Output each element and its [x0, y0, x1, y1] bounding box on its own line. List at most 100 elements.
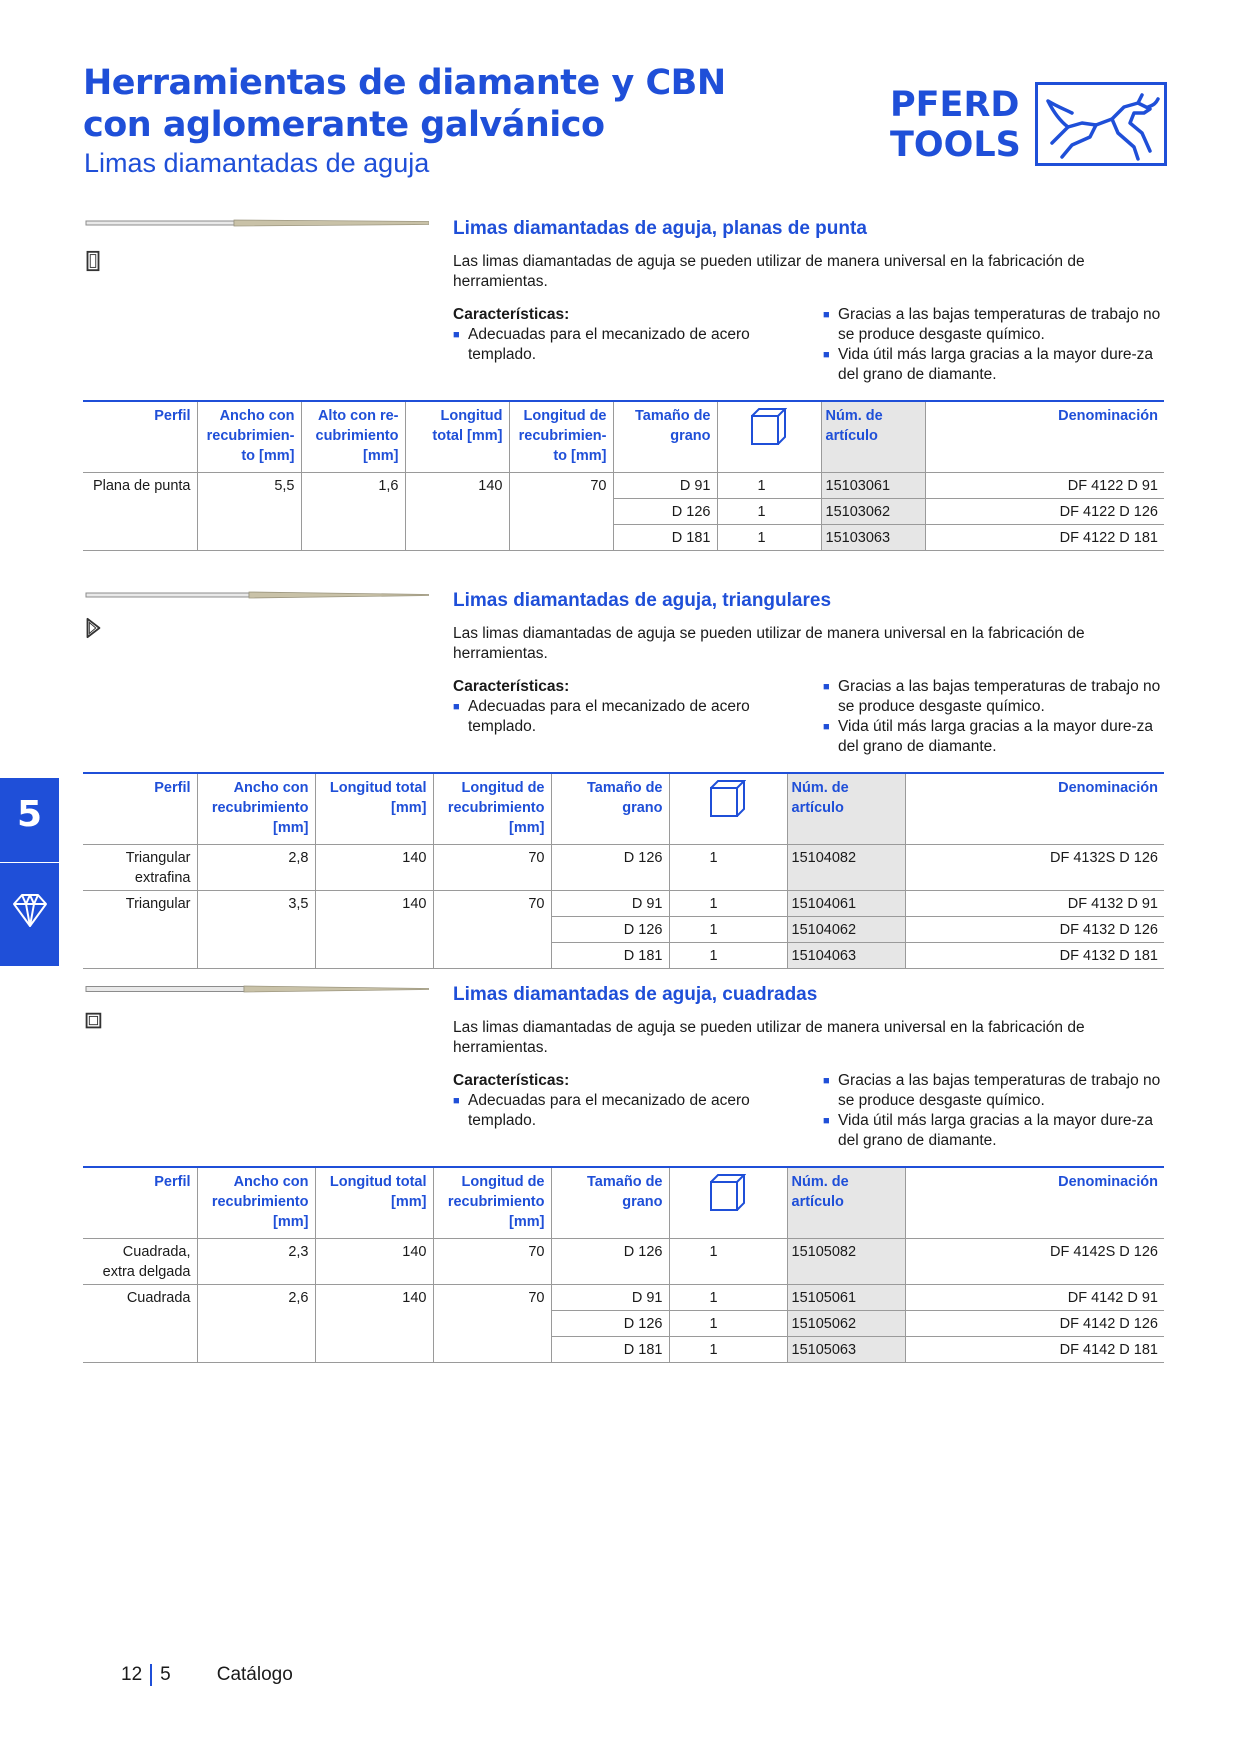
cell: Cuadrada, extra delgada — [83, 1238, 197, 1285]
box-icon-header — [668, 1167, 787, 1239]
horse-logo-icon — [1035, 82, 1167, 166]
cell: 3,5 — [196, 890, 315, 917]
cell: D 126 — [550, 916, 669, 943]
cell: 70 — [432, 890, 551, 917]
features-right: ■Gracias a las bajas temperaturas de tra… — [823, 305, 1163, 385]
col-header: Núm. de artículo — [820, 401, 925, 473]
square-profile-icon — [85, 1012, 102, 1029]
col-header: Longitud total [mm] — [314, 1167, 433, 1239]
col-header: Longitud de recubrimien-to [mm] — [508, 401, 613, 473]
bullet-icon: ■ — [453, 1095, 460, 1107]
section-description: Las limas diamantadas de aguja se pueden… — [453, 1019, 1085, 1056]
cell: D 126 — [550, 1310, 669, 1337]
cell: Plana de punta — [83, 472, 197, 499]
cell: DF 4132 D 126 — [904, 916, 1164, 943]
cell: 140 — [314, 890, 433, 917]
cell: 1,6 — [300, 472, 405, 499]
table-row: D 126 1 15104062 DF 4132 D 126 — [83, 916, 1164, 943]
feature-item: Vida útil más larga gracias a la mayor d… — [838, 1112, 1154, 1149]
features-right: ■ Gracias a las bajas temperaturas de tra… — [823, 1071, 1163, 1151]
logo-line2: TOOLS — [890, 125, 1021, 165]
cell: 140 — [404, 472, 509, 499]
col-header: Longitud de recubrimiento [mm] — [432, 773, 551, 845]
cell: DF 4142S D 126 — [904, 1238, 1164, 1285]
cell: 15105082 — [786, 1238, 905, 1285]
page-subtitle: Limas diamantadas de aguja — [84, 148, 430, 178]
col-header: Núm. de artículo — [786, 773, 905, 845]
bullet-icon: ■ — [823, 309, 830, 321]
chapter-number: 5 — [16, 794, 43, 835]
cell: DF 4142 D 91 — [904, 1284, 1164, 1311]
cell: 2,6 — [196, 1284, 315, 1311]
cell: 5,5 — [196, 472, 301, 499]
cell: Triangular — [83, 890, 197, 917]
table-row: D 181 1 15105063 DF 4142 D 181 — [83, 1336, 1164, 1363]
cell: 2,3 — [196, 1238, 315, 1285]
section-title: Limas diamantadas de aguja, cuadradas — [453, 984, 818, 1005]
feature-item: Vida útil más larga gracias a la mayor d… — [838, 718, 1154, 755]
section-description: Las limas diamantadas de aguja se pueden… — [453, 625, 1085, 662]
table-row: D 181 1 15104063 DF 4132 D 181 — [83, 942, 1164, 969]
page-number: 12 — [121, 1664, 143, 1686]
table-row: Triangular 3,5 140 70 D 91 1 15104061 DF… — [83, 890, 1164, 917]
cell: DF 4122 D 181 — [924, 524, 1164, 551]
cell: 1 — [716, 472, 821, 499]
cell: 1 — [668, 1238, 787, 1285]
section-description: Las limas diamantadas de aguja se pueden… — [453, 253, 1085, 290]
col-header: Ancho con recubrimiento [mm] — [196, 773, 315, 845]
table-row: Plana de punta 5,5 1,6 140 70 D 91 1 151… — [83, 472, 1164, 499]
col-header: Ancho con recubrimien-to [mm] — [196, 401, 301, 473]
cell: 1 — [668, 916, 787, 943]
box-icon — [710, 1174, 747, 1211]
table-row: Cuadrada 2,6 140 70 D 91 1 15105061 DF 4… — [83, 1284, 1164, 1311]
cell: 70 — [508, 472, 613, 499]
table-row: Cuadrada, extra delgada 2,3 140 70 D 126… — [83, 1238, 1164, 1285]
features-label: Características: — [453, 306, 570, 323]
cell: D 181 — [550, 942, 669, 969]
flat-profile-icon — [86, 250, 100, 272]
features-left: Características: ■Adecuadas para el meca… — [453, 677, 803, 737]
bullet-icon: ■ — [453, 329, 460, 341]
features-label: Características: — [453, 678, 570, 695]
feature-item: Adecuadas para el mecanizado de acero te… — [468, 1092, 750, 1129]
col-header: Longitud total [mm] — [404, 401, 509, 473]
flat-needle-file-image — [85, 219, 429, 227]
bullet-icon: ■ — [823, 681, 830, 693]
col-header: Perfil — [154, 780, 191, 796]
box-icon — [710, 780, 747, 817]
cell: 15105061 — [786, 1284, 905, 1311]
box-icon-header — [716, 401, 821, 473]
col-header: Tamaño de grano — [550, 1167, 669, 1239]
cell: Triangular extrafina — [83, 844, 197, 891]
bullet-icon: ■ — [823, 1115, 830, 1127]
cell: DF 4132 D 181 — [904, 942, 1164, 969]
col-header: Denominación — [924, 401, 1164, 473]
cell: D 126 — [612, 498, 717, 525]
bullet-icon: ■ — [823, 721, 830, 733]
cell: 140 — [314, 1238, 433, 1285]
cell: D 181 — [550, 1336, 669, 1363]
cell: 15104061 — [786, 890, 905, 917]
cell: 70 — [432, 844, 551, 891]
cell: D 181 — [612, 524, 717, 551]
cell: 15103063 — [820, 524, 925, 551]
col-header: Perfil — [154, 408, 191, 424]
col-header: Ancho con recubrimiento [mm] — [196, 1167, 315, 1239]
footer-label: Catálogo — [216, 1664, 293, 1686]
features-right: ■Gracias a las bajas temperaturas de tra… — [823, 677, 1163, 757]
feature-item: Gracias a las bajas temperaturas de trab… — [838, 1072, 1161, 1109]
box-icon-header — [668, 773, 787, 845]
cell: 15104063 — [786, 942, 905, 969]
col-header: Núm. de artículo — [786, 1167, 905, 1239]
triangular-needle-file-image — [85, 591, 429, 599]
table-row: D 181 1 15103063 DF 4122 D 181 — [83, 524, 1164, 551]
section-title: Limas diamantadas de aguja, planas de pu… — [453, 218, 867, 239]
col-header: Longitud de recubrimiento [mm] — [432, 1167, 551, 1239]
table-row: Triangular extrafina 2,8 140 70 D 126 1 … — [83, 844, 1164, 891]
section-title: Limas diamantadas de aguja, triangulares — [453, 590, 832, 611]
cell: 1 — [668, 1336, 787, 1363]
cell: Cuadrada — [83, 1284, 197, 1311]
cell: D 91 — [612, 472, 717, 499]
